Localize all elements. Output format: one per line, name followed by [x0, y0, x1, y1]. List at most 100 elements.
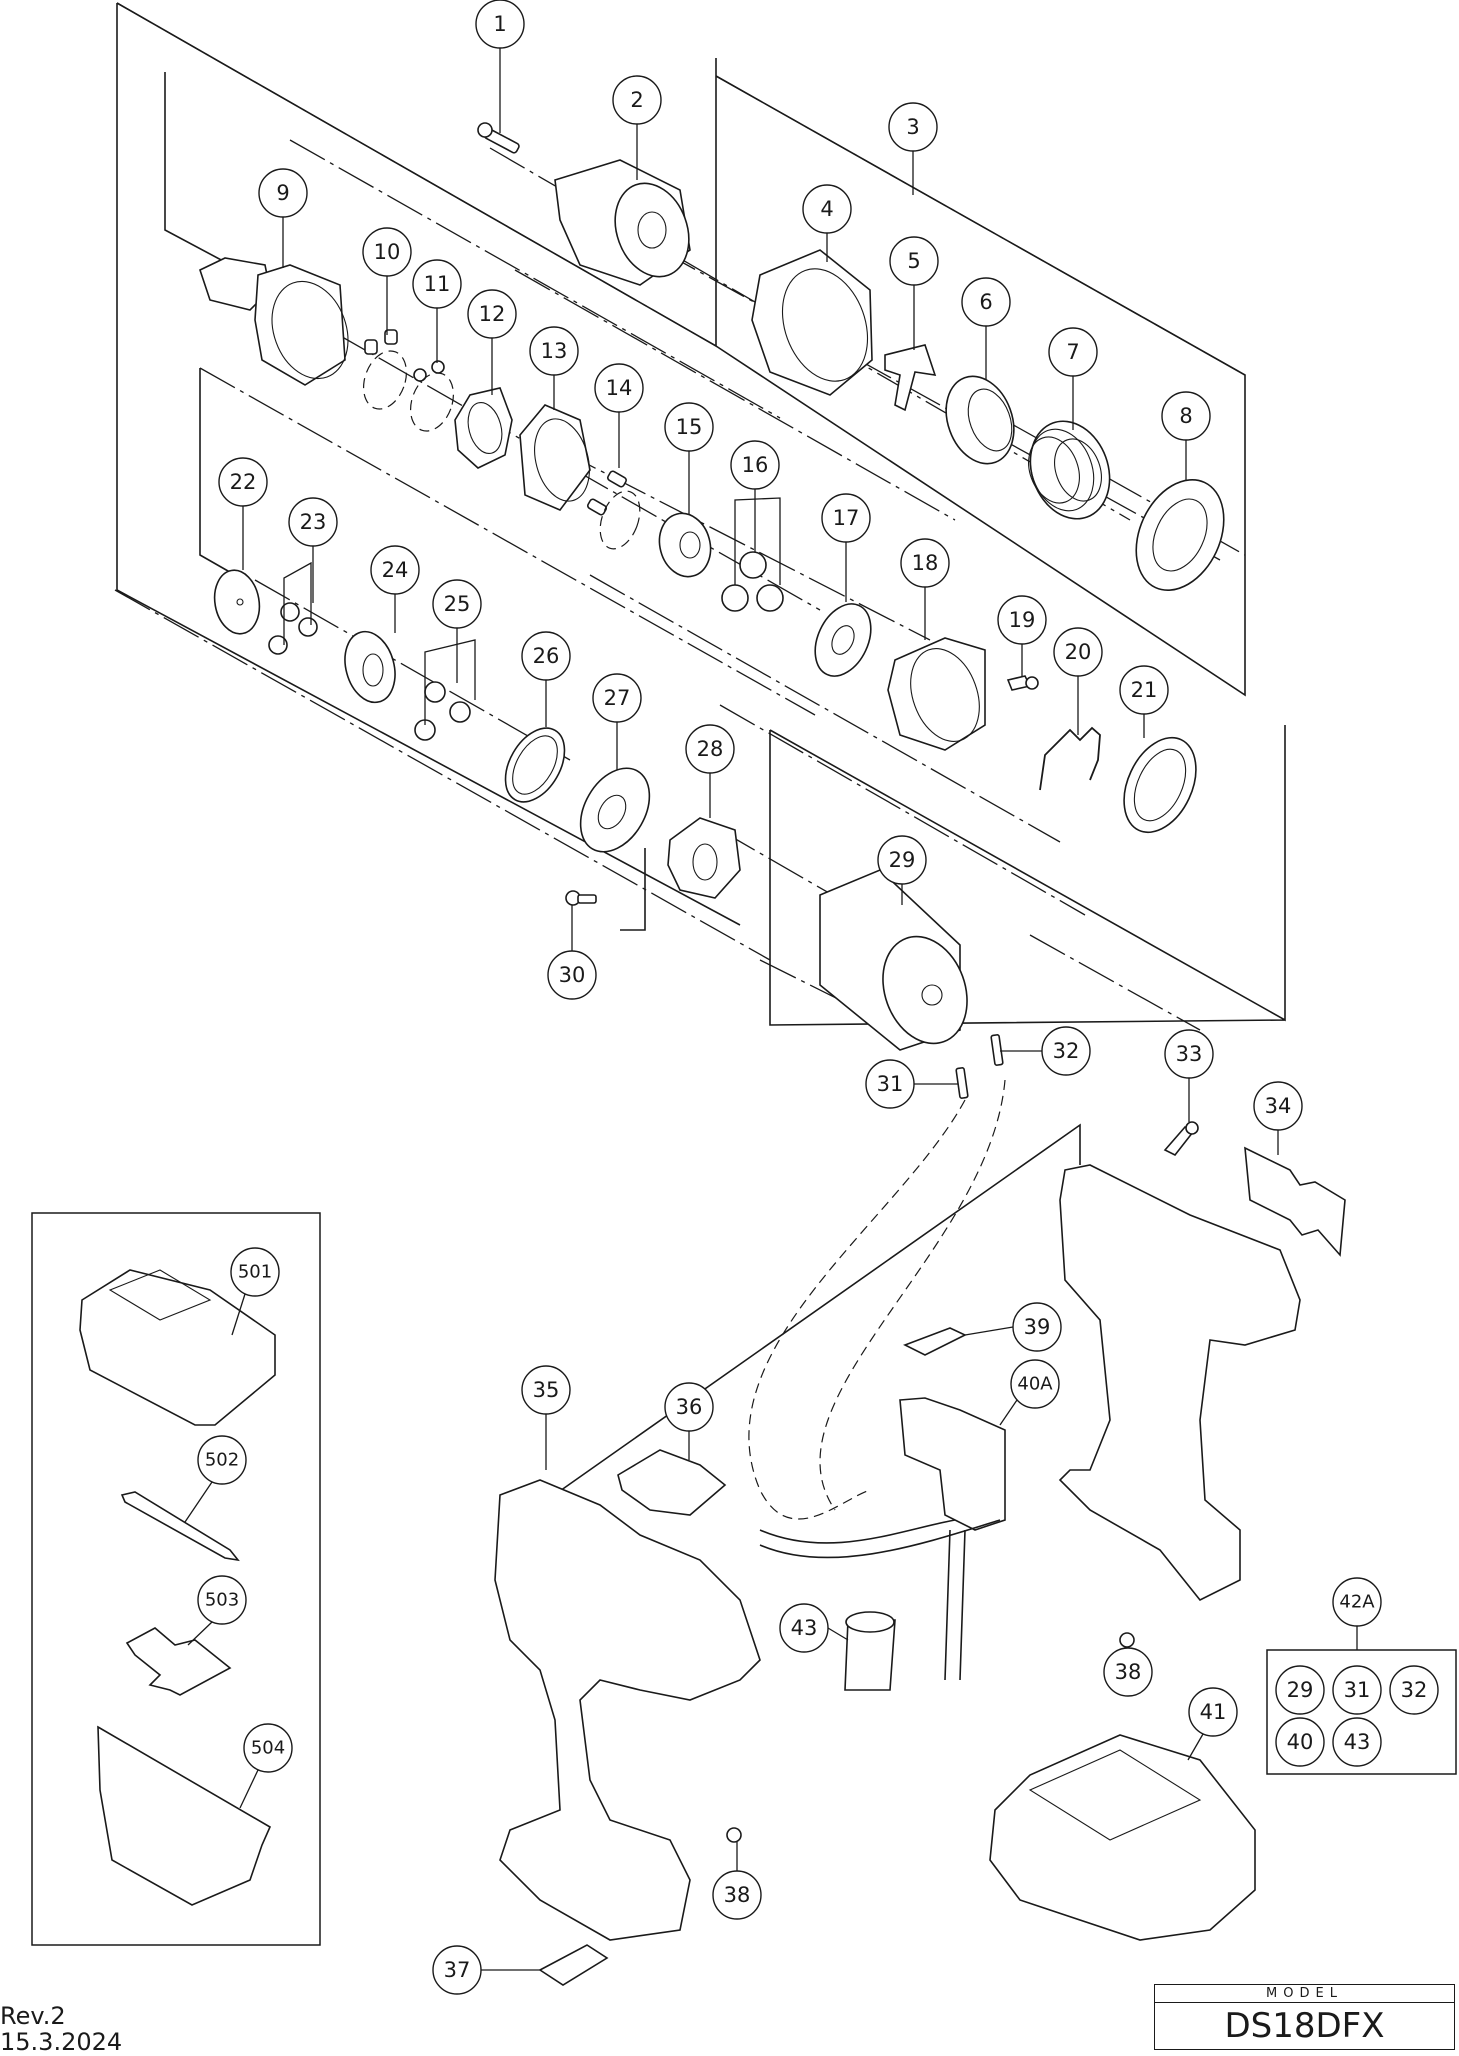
callout-40A: 40A	[999, 1359, 1060, 1426]
callout-number: 36	[676, 1395, 703, 1419]
leader-bracket	[734, 497, 781, 585]
callout-circle	[529, 326, 579, 376]
callout-number: 31	[1344, 1678, 1371, 1702]
callout-circle	[243, 1723, 293, 1773]
kit-42A-item-29: 29	[1275, 1665, 1325, 1715]
ferrite-core-part-43	[844, 1611, 896, 1691]
label-part-37	[538, 1944, 609, 1986]
planetary-frame	[199, 368, 236, 576]
planet-gears-part-25	[414, 681, 471, 741]
callout-number: 19	[1009, 608, 1036, 632]
callout-number: 16	[742, 453, 769, 477]
callout-circle	[412, 259, 462, 309]
callout-circle	[1010, 1359, 1060, 1409]
callout-circle	[362, 227, 412, 277]
washer-part-17	[814, 603, 872, 677]
clip-part-5	[884, 344, 937, 412]
balls-part-11	[409, 360, 455, 432]
callout-number: 37	[444, 1958, 471, 1982]
callout-number: 13	[541, 339, 568, 363]
callout-27: 27	[592, 673, 642, 770]
charger-part-501	[79, 1269, 276, 1426]
callout-circle	[288, 497, 338, 547]
callout-number: 5	[907, 249, 920, 273]
callout-number: 21	[1131, 678, 1158, 702]
callout-10: 10	[362, 227, 412, 335]
nut-part-38b	[1119, 1632, 1135, 1648]
trigger-part-39	[903, 1327, 967, 1356]
callout-13: 13	[529, 326, 579, 410]
callout-504: 504	[239, 1723, 293, 1809]
callout-circle	[197, 1435, 247, 1485]
callout-37: 37	[432, 1945, 540, 1995]
callout-number: 24	[382, 558, 409, 582]
callout-circle	[685, 724, 735, 774]
callout-circle	[1048, 327, 1098, 377]
callout-number: 39	[1024, 1315, 1051, 1339]
kit-42A-box	[1266, 1649, 1457, 1775]
callout-30: 30	[547, 905, 597, 1000]
callout-circle	[900, 538, 950, 588]
wire-paths	[748, 1079, 1006, 1520]
callout-2: 2	[612, 75, 662, 180]
leader-line	[1187, 1733, 1204, 1761]
bit-part-502	[120, 1491, 240, 1562]
callout-number: 31	[877, 1072, 904, 1096]
screw-part-30	[565, 890, 597, 906]
callout-number: 29	[889, 848, 916, 872]
ring-gear-part-21	[1123, 736, 1197, 834]
callout-layer: 1234567891011121314151617181920212223242…	[184, 0, 1439, 1995]
housing-half-right	[1058, 1164, 1301, 1602]
chuck-part-2	[554, 159, 691, 286]
callout-22: 22	[218, 457, 268, 570]
leader-line	[184, 1481, 213, 1523]
callout-circle	[521, 1365, 571, 1415]
callout-number: 32	[1401, 1678, 1428, 1702]
callout-number: 7	[1066, 340, 1079, 364]
label-part-34	[1244, 1146, 1346, 1257]
callout-number: 26	[533, 644, 560, 668]
pins-part-10	[362, 329, 408, 410]
clutch-ring-part-4	[751, 249, 873, 396]
callout-circle	[1332, 1577, 1382, 1627]
callout-circle	[258, 168, 308, 218]
callout-number: 18	[912, 551, 939, 575]
callout-number: 504	[251, 1738, 285, 1759]
callout-5: 5	[889, 236, 939, 350]
callout-circle	[432, 579, 482, 629]
callout-17: 17	[821, 493, 871, 602]
callout-35: 35	[521, 1365, 571, 1470]
callout-number: 15	[676, 415, 703, 439]
callout-23: 23	[283, 497, 338, 645]
callout-1: 1	[475, 0, 525, 133]
carrier-part-22	[213, 569, 261, 635]
callout-11: 11	[412, 259, 462, 363]
callout-number: 29	[1287, 1678, 1314, 1702]
inner-gear-frame	[164, 72, 241, 271]
bracket-part-28	[667, 817, 741, 899]
sun-gear-part-24	[344, 630, 396, 704]
leader-line	[999, 1399, 1018, 1426]
terminal-part-32	[990, 1034, 1004, 1066]
callout-number: 22	[230, 470, 257, 494]
callout-number: 2	[630, 88, 643, 112]
planet-gears-part-16	[721, 551, 784, 612]
housing-half-left	[494, 1479, 761, 1941]
callout-circle	[467, 289, 517, 339]
ring-part-12	[454, 387, 513, 469]
revision-date: 15.3.2024	[0, 2028, 123, 2056]
callout-circle	[594, 363, 644, 413]
callout-circle	[1332, 1665, 1382, 1715]
callout-number: 11	[424, 272, 451, 296]
cover-part-36	[617, 1449, 727, 1516]
ring-part-6	[945, 375, 1015, 465]
callout-43: 43	[779, 1603, 849, 1653]
callout-number: 32	[1053, 1039, 1080, 1063]
parts	[79, 122, 1346, 1986]
leader-line	[187, 1621, 213, 1646]
callout-number: 42A	[1339, 1592, 1375, 1613]
callout-8: 8	[1161, 391, 1211, 480]
carrier-part-15	[658, 512, 712, 578]
callout-number: 33	[1176, 1042, 1203, 1066]
revision-block: Rev.2 15.3.2024	[0, 2003, 122, 2055]
